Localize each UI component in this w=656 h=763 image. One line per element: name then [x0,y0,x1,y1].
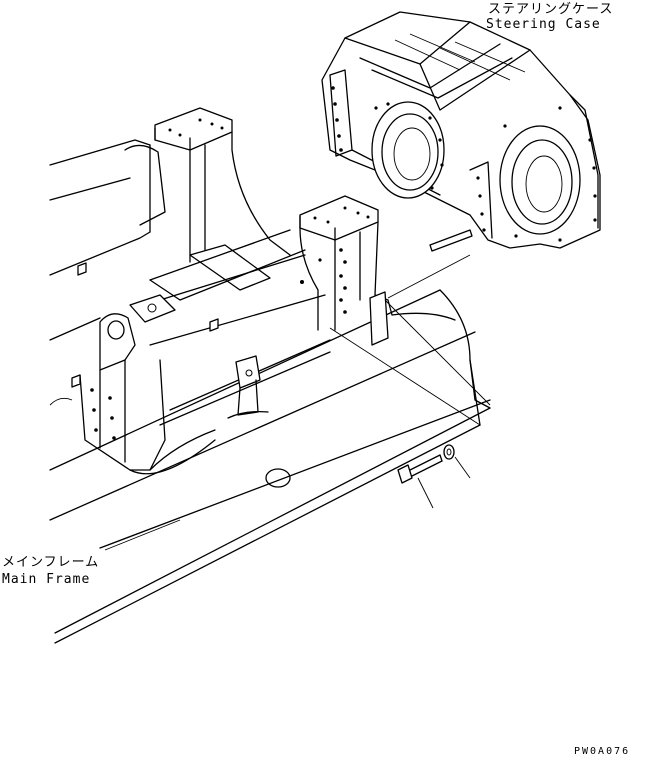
main-frame-drawing [49,107,491,644]
leader-lines [104,254,491,551]
mounting-bolt [397,454,443,484]
steering-case-label-jp: ステアリングケース [488,2,614,17]
main-frame-label-jp: メインフレーム [2,555,100,570]
main-frame-label-en: Main Frame [2,572,91,587]
washer [443,444,455,460]
steering-case-drawing [321,11,601,252]
steering-case-label-en: Steering Case [486,17,601,32]
drawing-code-label: PW0A076 [574,746,631,757]
